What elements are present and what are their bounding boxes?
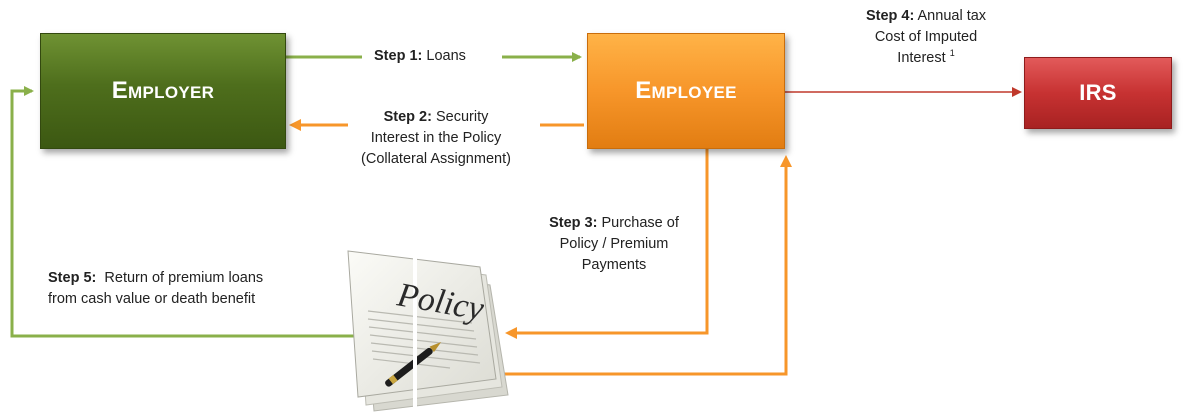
step4-line3: Interest: [897, 50, 946, 66]
step5-arrow: [10, 86, 355, 338]
employer-box: Employer: [40, 33, 286, 149]
step5-line2: from cash value or death benefit: [48, 291, 256, 307]
step1-text: Loans: [426, 48, 466, 64]
step1-label: Step 1: Loans: [374, 46, 466, 67]
step2-line3: (Collateral Assignment): [361, 151, 511, 167]
step1-title: Step 1:: [374, 48, 423, 64]
step3-arrow-to-policy: [505, 149, 709, 339]
step3-line1: Purchase of: [601, 215, 679, 231]
step4-footnote: 1: [949, 48, 955, 59]
step4-line1: Annual tax: [917, 8, 987, 24]
step5-title: Step 5:: [48, 270, 97, 286]
step4-title: Step 4:: [865, 8, 915, 24]
step5-line1: Return of premium loans: [104, 270, 264, 286]
step3-title: Step 3:: [549, 215, 598, 231]
step2-line2: Interest in the Policy: [370, 130, 502, 146]
policy-document-icon: Policy: [347, 245, 509, 417]
step4-line2: Cost of Imputed: [874, 29, 978, 45]
irs-box: IRS: [1024, 57, 1172, 129]
employer-label: Employer: [111, 77, 215, 104]
step3-label: Step 3: Purchase of Policy / Premium Pay…: [534, 213, 694, 276]
policy-to-employee-arrow: [462, 155, 792, 376]
irs-label: IRS: [1079, 80, 1117, 105]
step2-label: Step 2: Security Interest in the Policy …: [340, 107, 532, 170]
employee-label: Employee: [635, 77, 737, 104]
step3-line2: Policy / Premium: [559, 236, 669, 252]
step3-line3: Payments: [581, 257, 647, 273]
step2-title: Step 2:: [383, 109, 432, 125]
step2-line1: Security: [435, 109, 489, 125]
employee-box: Employee: [587, 33, 785, 149]
step5-label: Step 5: Return of premium loans from cas…: [48, 268, 263, 310]
step4-label: Step 4: Annual tax Cost of Imputed Inter…: [841, 6, 1011, 69]
